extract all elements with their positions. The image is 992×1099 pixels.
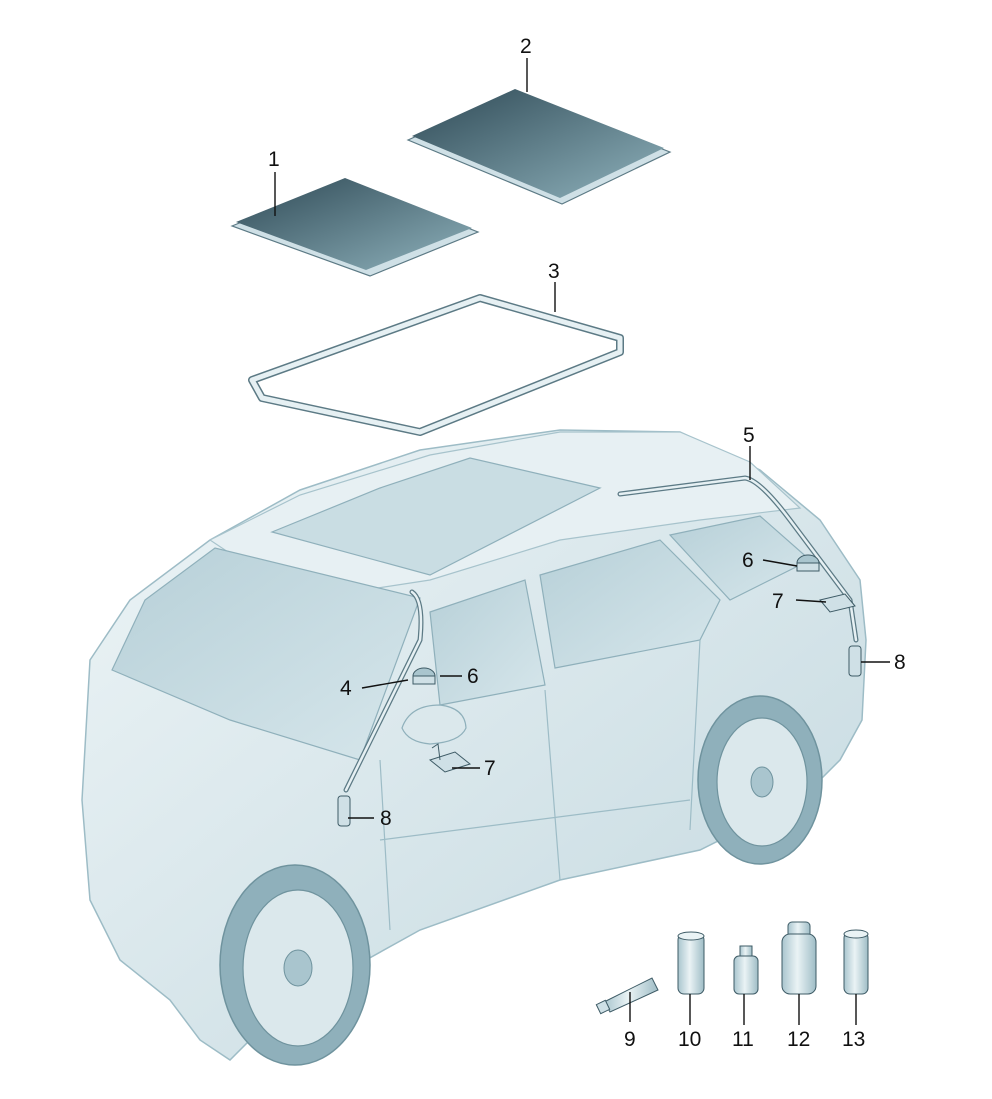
callout-1: 1 — [268, 148, 280, 171]
callout-6-rear: 6 — [742, 549, 754, 572]
vehicle-illustration — [81, 429, 867, 1066]
callout-8-front: 8 — [380, 807, 392, 830]
bracket-icon — [819, 593, 856, 613]
car-door-lines — [379, 639, 701, 931]
tube-icon — [595, 977, 659, 1015]
callout-labels: 1 2 3 4 5 6 6 7 7 8 8 9 10 11 12 13 — [268, 35, 906, 1051]
callout-2: 2 — [520, 35, 532, 58]
callout-7-front: 7 — [484, 757, 496, 780]
valve-icon — [337, 795, 351, 827]
car-side-mirror — [401, 704, 467, 745]
rear-wheel — [697, 695, 823, 865]
roof-seal-frame-icon — [248, 294, 624, 436]
cylinder-icon — [843, 929, 869, 995]
callout-13: 13 — [842, 1028, 865, 1051]
valve-icon — [848, 645, 862, 677]
jar-icon — [781, 921, 817, 995]
cylinder-icon — [677, 931, 705, 995]
bracket-icon — [428, 743, 472, 773]
glass-panel-front-icon — [230, 178, 480, 277]
small-bottle-icon — [733, 945, 759, 995]
front-wheel — [219, 864, 371, 1066]
glass-panel-rear-icon — [406, 89, 672, 205]
leader-lines — [274, 58, 890, 1025]
callout-7-rear: 7 — [772, 590, 784, 613]
callout-6-front: 6 — [467, 665, 479, 688]
clip-icon — [796, 554, 820, 572]
callout-12: 12 — [787, 1028, 810, 1051]
callout-10: 10 — [678, 1028, 701, 1051]
callout-9: 9 — [624, 1028, 636, 1051]
callout-8-rear: 8 — [894, 651, 906, 674]
car-front-side-window — [429, 579, 546, 706]
car-windshield — [111, 547, 421, 761]
callout-3: 3 — [548, 260, 560, 283]
car-rear-side-window — [539, 539, 721, 669]
clip-icon — [412, 667, 436, 685]
car-sunroof-opening — [270, 457, 602, 576]
callout-4: 4 — [340, 677, 352, 700]
callout-11: 11 — [732, 1028, 754, 1051]
callout-5: 5 — [743, 424, 755, 447]
